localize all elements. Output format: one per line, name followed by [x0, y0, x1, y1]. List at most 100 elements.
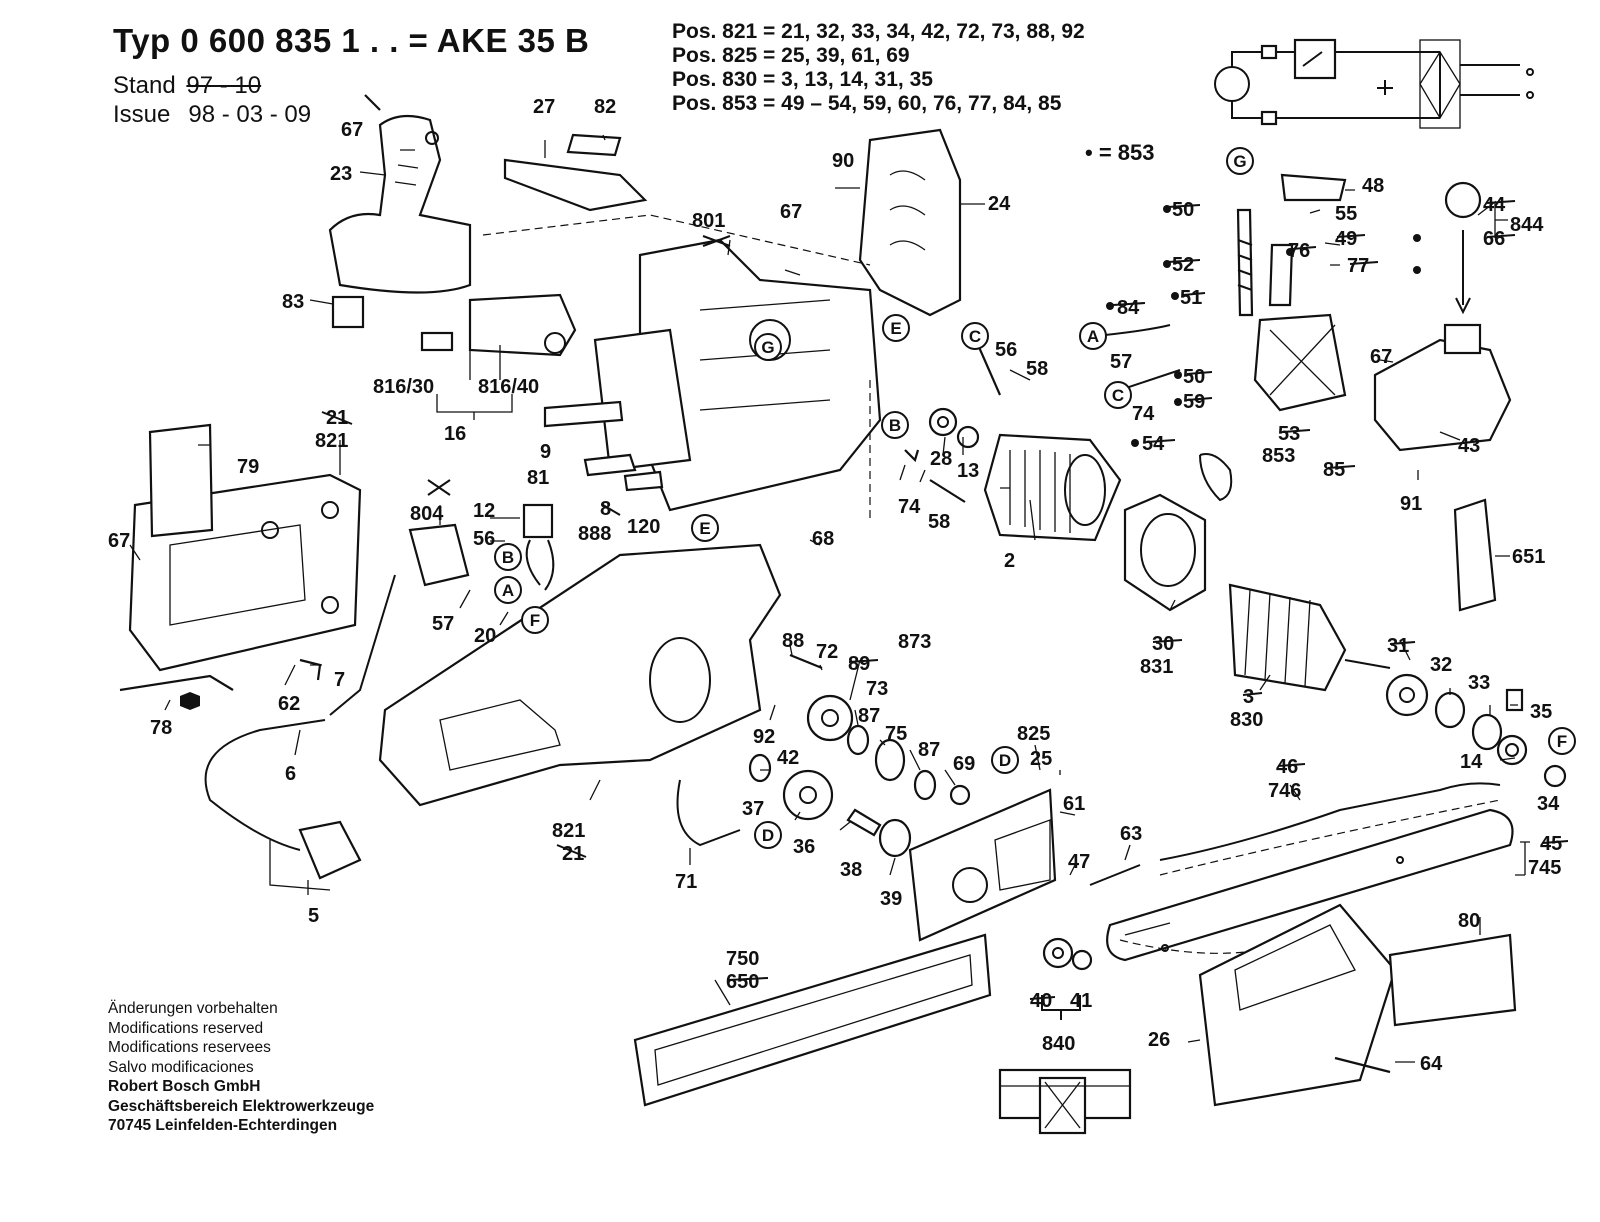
label-p87a: 87: [858, 705, 880, 727]
sprocket-40: [1042, 937, 1074, 969]
label-p35: 35: [1530, 701, 1552, 723]
label-p830: 830: [1230, 709, 1263, 731]
svg-text:B: B: [502, 548, 514, 567]
bearing-28: [928, 407, 958, 437]
washer-41: [1071, 949, 1093, 971]
label-120: [623, 470, 664, 492]
label-p3: 3: [1243, 686, 1254, 708]
motor-housing: [593, 238, 882, 512]
ref-g-top: G: [1226, 147, 1254, 175]
label-p26: 26: [1148, 1029, 1170, 1051]
svg-text:C: C: [969, 327, 981, 346]
label-p48: 48: [1362, 175, 1384, 197]
pin-88: [789, 653, 823, 670]
dot-legend: • = 853: [1085, 140, 1155, 165]
label-p816-40: 816/40: [478, 376, 539, 398]
issue-label: Issue: [113, 101, 171, 128]
label-p831: 831: [1140, 656, 1173, 678]
guide-bar: [1106, 808, 1514, 962]
clamp-7: [299, 658, 322, 681]
bearing-13: [956, 425, 980, 449]
label-p50b: 50: [1183, 366, 1205, 388]
label-p651: 651: [1512, 546, 1545, 568]
label-p804: 804: [410, 503, 444, 525]
label-p66: 66: [1483, 228, 1505, 250]
label-p67a: 67: [341, 119, 363, 141]
label-p49: 49: [1335, 228, 1357, 250]
label-p28: 28: [930, 448, 952, 470]
sleeve-33: [1471, 713, 1503, 751]
ref-c-top: C: [961, 322, 989, 350]
footer-line: Modifications reservees: [108, 1039, 271, 1056]
footer-line: Änderungen vorbehalten: [108, 1000, 278, 1017]
front-handle: [328, 114, 472, 294]
label-p78: 78: [150, 717, 172, 739]
position-groups: Pos. 821 = 21, 32, 33, 34, 42, 72, 73, 8…: [672, 20, 1085, 116]
label-p853: 853: [1262, 445, 1295, 467]
company-address: 70745 Leinfelden-Echterdingen: [108, 1117, 338, 1134]
ref-c-brake: C: [1104, 381, 1132, 409]
footer-line: Salvo modificaciones: [108, 1058, 254, 1076]
oil-tank: [1373, 181, 1512, 452]
label-p82: 82: [594, 96, 616, 118]
label-p67d: 67: [1370, 346, 1392, 368]
footer-notice: Änderungen vorbehalten Modifications res…: [108, 999, 374, 1136]
label-p650: 650: [726, 971, 759, 993]
part-number-labels: 67 23 27 82 83 816/30 816/40 16 90 24 80…: [108, 96, 1562, 1075]
company-division: Geschäftsbereich Elektrowerkzeuge: [108, 1097, 375, 1115]
label-p2: 2: [1004, 550, 1015, 572]
pos-830: Pos. 830 = 3, 13, 14, 31, 35: [672, 68, 933, 91]
cover-plate-27: [503, 158, 648, 212]
svg-text:E: E: [890, 319, 901, 338]
label-p9: 9: [540, 441, 551, 463]
label-p38: 38: [840, 859, 862, 881]
saw-chain-746: [1159, 782, 1501, 861]
footer-line: Modifications reserved: [108, 1019, 264, 1037]
bushing-37: [748, 753, 772, 783]
bushing-39: [878, 818, 912, 858]
label-p79: 79: [237, 456, 259, 478]
label-p844: 844: [1510, 214, 1544, 236]
ball-69: [949, 784, 971, 806]
label-p56b: 56: [473, 528, 495, 550]
ref-e-main: E: [691, 514, 719, 542]
label-p73: 73: [866, 678, 888, 700]
svg-text:G: G: [761, 338, 774, 357]
ref-a-switch: A: [494, 576, 522, 604]
label-p36: 36: [793, 836, 815, 858]
svg-text:E: E: [699, 519, 710, 538]
label-p58a: 58: [1026, 358, 1048, 380]
label-p821b: 821: [552, 820, 585, 842]
svg-text:G: G: [1233, 152, 1246, 171]
label-p92: 92: [753, 726, 775, 748]
label-p91: 91: [1400, 493, 1422, 515]
label-p83: 83: [282, 291, 304, 313]
stand-old-date: 97 - 10: [186, 72, 262, 99]
label-p24: 24: [988, 193, 1011, 215]
label-p72: 72: [816, 641, 838, 663]
label-p840: 840: [1042, 1033, 1075, 1055]
power-cable: [204, 574, 396, 891]
svg-text:D: D: [999, 751, 1011, 770]
label-p64: 64: [1420, 1053, 1443, 1075]
label-p39: 39: [880, 888, 902, 910]
label-p76: 76: [1288, 240, 1310, 262]
label-79: [148, 423, 214, 538]
washer-87b: [913, 769, 937, 801]
field-coil: [983, 433, 1122, 542]
pin-58: [929, 479, 966, 503]
svg-text:B: B: [889, 416, 901, 435]
label-p45: 45: [1540, 833, 1562, 855]
label-p57a: 57: [432, 613, 454, 635]
label-p120: 120: [627, 516, 660, 538]
label-p46: 46: [1276, 756, 1298, 778]
svg-text:F: F: [1557, 732, 1567, 751]
label-p750: 750: [726, 948, 759, 970]
label-p14: 14: [1460, 751, 1483, 773]
hex-key-78: [119, 674, 234, 692]
armature: [1228, 583, 1391, 692]
label-p67b: 67: [780, 201, 802, 223]
label-p63: 63: [1120, 823, 1142, 845]
